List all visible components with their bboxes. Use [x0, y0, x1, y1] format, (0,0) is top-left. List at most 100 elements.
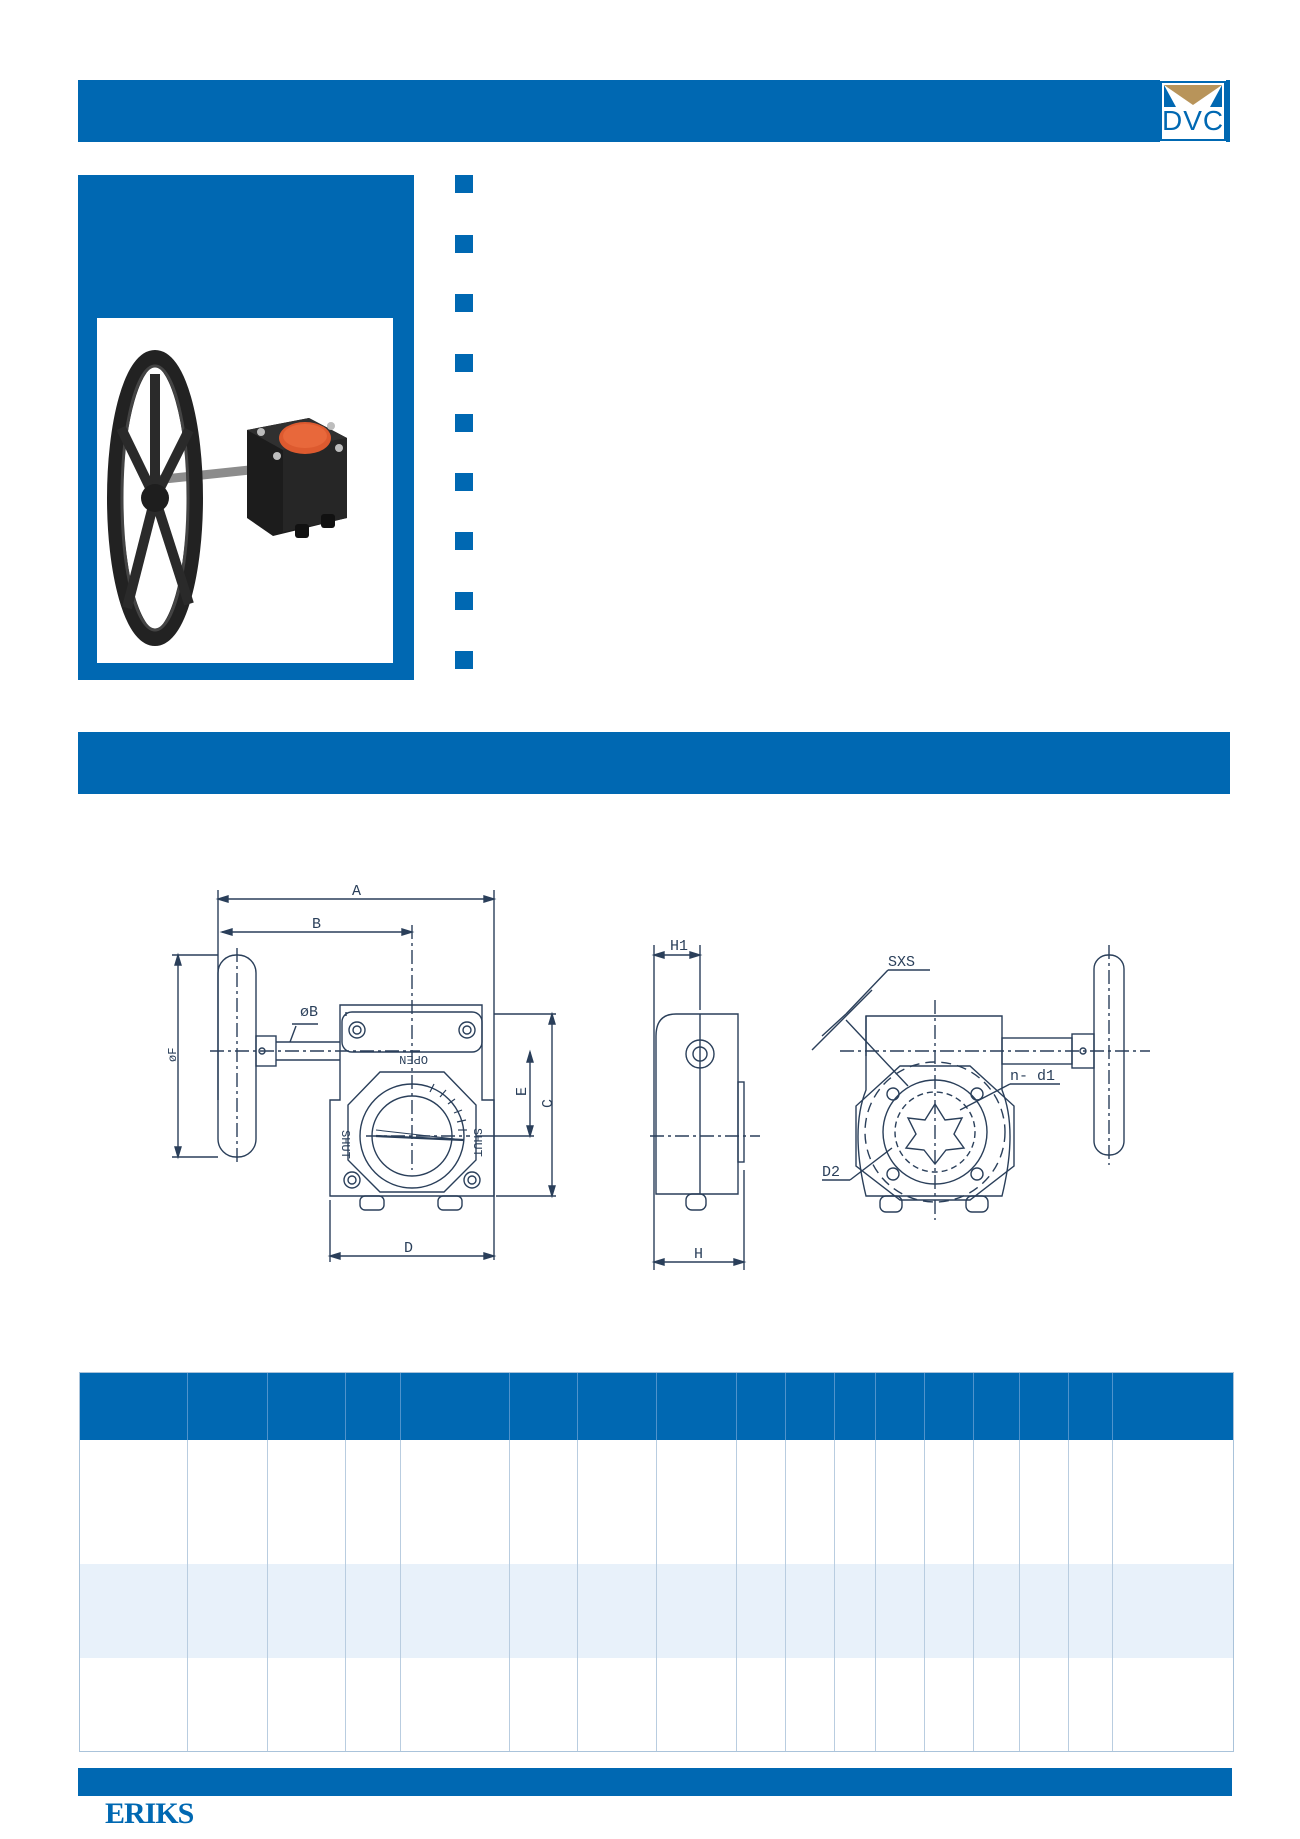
label-phi-f: øF	[166, 1048, 180, 1062]
bullet-marker-2	[455, 235, 473, 253]
bullet-marker-7	[455, 532, 473, 550]
header-band-end	[1226, 80, 1230, 142]
table-cell	[1112, 1658, 1234, 1752]
table-cell	[973, 1658, 1020, 1752]
table-cell	[736, 1440, 786, 1564]
bullet-marker-1	[455, 175, 473, 193]
specification-table	[79, 1372, 1234, 1752]
table-cell	[1068, 1564, 1113, 1658]
table-cell	[79, 1564, 188, 1658]
table-cell	[924, 1564, 974, 1658]
label-shut-left: SHUT	[338, 1130, 352, 1159]
table-cell	[834, 1658, 876, 1752]
table-cell	[736, 1658, 786, 1752]
table-cell	[656, 1440, 737, 1564]
bullet-marker-8	[455, 592, 473, 610]
table-cell	[267, 1440, 346, 1564]
gear-operator-handwheel-icon	[107, 350, 347, 646]
dvc-logo: DVC	[1160, 81, 1226, 141]
table-header-cell	[834, 1372, 876, 1440]
table-cell	[1112, 1564, 1234, 1658]
table-header-cell	[736, 1372, 786, 1440]
table-cell	[924, 1440, 974, 1564]
table-header-cell	[973, 1372, 1020, 1440]
table-header-row	[79, 1372, 1234, 1440]
table-cell	[400, 1658, 510, 1752]
label-a: A	[352, 883, 361, 900]
table-header-cell	[577, 1372, 657, 1440]
bullet-marker-6	[455, 473, 473, 491]
table-cell	[577, 1658, 657, 1752]
table-cell	[875, 1564, 925, 1658]
bullet-marker-3	[455, 294, 473, 312]
dimension-drawing: A B øB C E D H1 H SXS n- d1 D2 øF OPEN S…	[166, 883, 1150, 1270]
table-cell	[1019, 1658, 1069, 1752]
table-cell	[79, 1440, 188, 1564]
footer-band	[78, 1768, 1232, 1796]
table-row	[79, 1658, 1234, 1752]
table-cell	[1019, 1440, 1069, 1564]
table-cell	[924, 1658, 974, 1752]
section-band	[78, 732, 1230, 794]
table-cell	[187, 1658, 268, 1752]
label-sxs: SXS	[888, 954, 915, 971]
table-cell	[345, 1658, 401, 1752]
table-cell	[79, 1658, 188, 1752]
table-cell	[267, 1564, 346, 1658]
table-cell	[577, 1564, 657, 1658]
bullet-marker-5	[455, 414, 473, 432]
bullet-marker-9	[455, 651, 473, 669]
table-cell	[345, 1440, 401, 1564]
table-cell	[785, 1440, 835, 1564]
table-header-cell	[1019, 1372, 1069, 1440]
label-shut-right: SHUT	[470, 1128, 484, 1157]
table-cell	[656, 1564, 737, 1658]
table-row	[79, 1440, 1234, 1564]
table-cell	[1112, 1440, 1234, 1564]
table-header-cell	[924, 1372, 974, 1440]
logo-text: DVC	[1162, 105, 1225, 136]
label-b: B	[312, 916, 321, 933]
bullet-marker-4	[455, 354, 473, 372]
label-open: OPEN	[399, 1052, 428, 1066]
table-cell	[577, 1440, 657, 1564]
label-d2: D2	[822, 1164, 840, 1181]
table-cell	[345, 1564, 401, 1658]
label-e: E	[514, 1087, 531, 1096]
table-header-cell	[400, 1372, 510, 1440]
table-cell	[1019, 1564, 1069, 1658]
table-cell	[509, 1564, 578, 1658]
table-cell	[834, 1564, 876, 1658]
eriks-brand-logo: ERIKS	[105, 1797, 194, 1830]
table-cell	[973, 1564, 1020, 1658]
table-cell	[834, 1440, 876, 1564]
table-cell	[973, 1440, 1020, 1564]
table-cell	[187, 1440, 268, 1564]
table-cell	[875, 1658, 925, 1752]
table-header-cell	[875, 1372, 925, 1440]
table-cell	[400, 1440, 510, 1564]
label-phi-b: øB	[300, 1004, 318, 1021]
table-cell	[1068, 1440, 1113, 1564]
table-header-cell	[1112, 1372, 1234, 1440]
table-cell	[1068, 1658, 1113, 1752]
table-header-cell	[1068, 1372, 1113, 1440]
label-n-d1: n- d1	[1010, 1068, 1055, 1085]
label-h: H	[694, 1246, 703, 1263]
table-cell	[400, 1564, 510, 1658]
table-cell	[785, 1564, 835, 1658]
table-header-cell	[785, 1372, 835, 1440]
table-cell	[736, 1564, 786, 1658]
table-cell	[509, 1658, 578, 1752]
table-header-cell	[187, 1372, 268, 1440]
table-header-cell	[345, 1372, 401, 1440]
table-cell	[509, 1440, 578, 1564]
table-header-cell	[79, 1372, 188, 1440]
dvc-logo-icon	[1164, 85, 1222, 107]
table-header-cell	[267, 1372, 346, 1440]
table-row	[79, 1564, 1234, 1658]
table-cell	[187, 1564, 268, 1658]
product-photo	[97, 318, 393, 663]
label-c: C	[540, 1099, 557, 1108]
table-header-cell	[656, 1372, 737, 1440]
